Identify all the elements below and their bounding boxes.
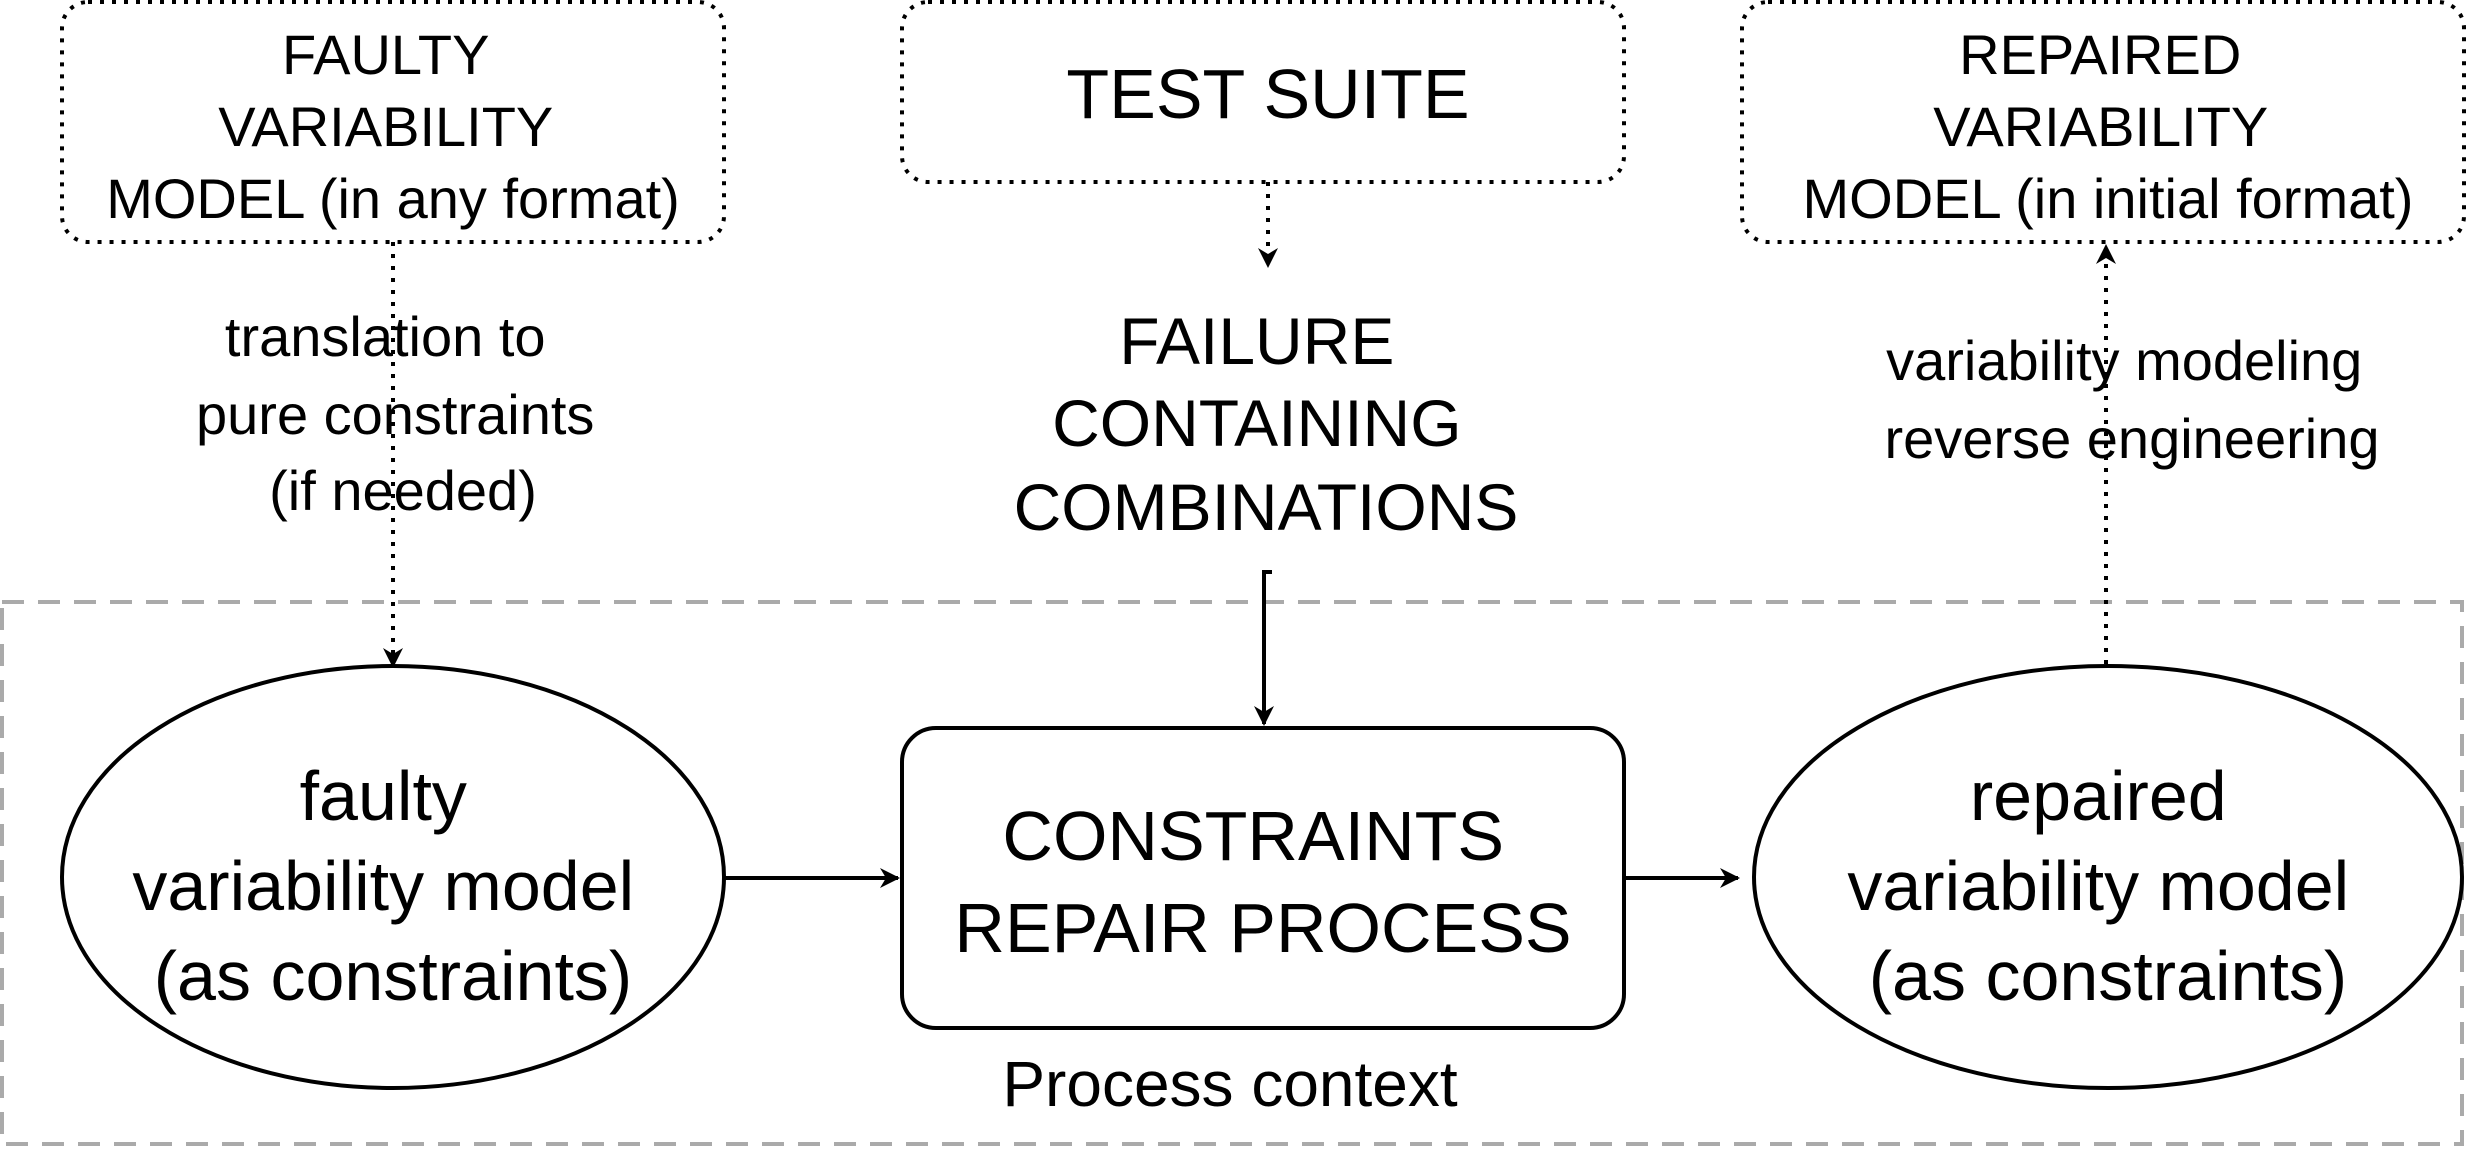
process-context-container [0, 600, 2464, 1146]
repair-process-label: CONSTRAINTS REPAIR PROCESS [954, 797, 1571, 967]
repaired-output-label: REPAIRED VARIABILITY MODEL (in initial f… [1803, 23, 2414, 230]
repaired-constraints-ellipse [1752, 664, 2464, 1090]
translation-edge-label: translation to pure constraints (if need… [196, 305, 610, 522]
reverse-engineering-edge-label: variability modeling reverse engineering [1885, 329, 2380, 470]
faulty-input-label: FAULTY VARIABILITY MODEL (in any format) [106, 23, 680, 230]
test-suite-label: TEST SUITE [1066, 55, 1469, 133]
faulty-constraints-label: faulty variability model (as constraints… [132, 757, 653, 1015]
failure-combinations-label: FAILURE CONTAINING COMBINATIONS [1014, 304, 1519, 544]
repaired-output-box [1740, 0, 2466, 244]
repair-process-box [900, 726, 1626, 1030]
repaired-constraints-label: repaired variability model (as constrain… [1847, 757, 2368, 1015]
test-suite-box [900, 0, 1626, 184]
faulty-input-box [60, 0, 726, 244]
failure-edge [1254, 570, 1274, 726]
process-context-label: Process context [1002, 1048, 1458, 1120]
